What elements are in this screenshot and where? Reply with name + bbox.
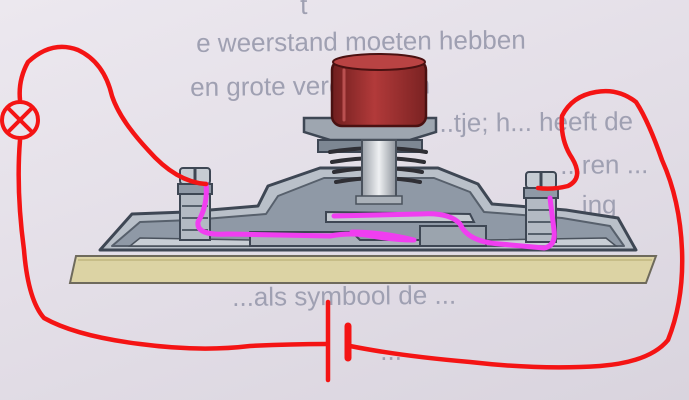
conduction-path-annotation (195, 181, 557, 251)
plunger (355, 139, 403, 205)
lamp-symbol (0, 100, 40, 140)
circuit-wire (16, 44, 685, 370)
base-board (68, 255, 658, 284)
battery-symbol (325, 299, 352, 383)
push-button (302, 53, 438, 153)
